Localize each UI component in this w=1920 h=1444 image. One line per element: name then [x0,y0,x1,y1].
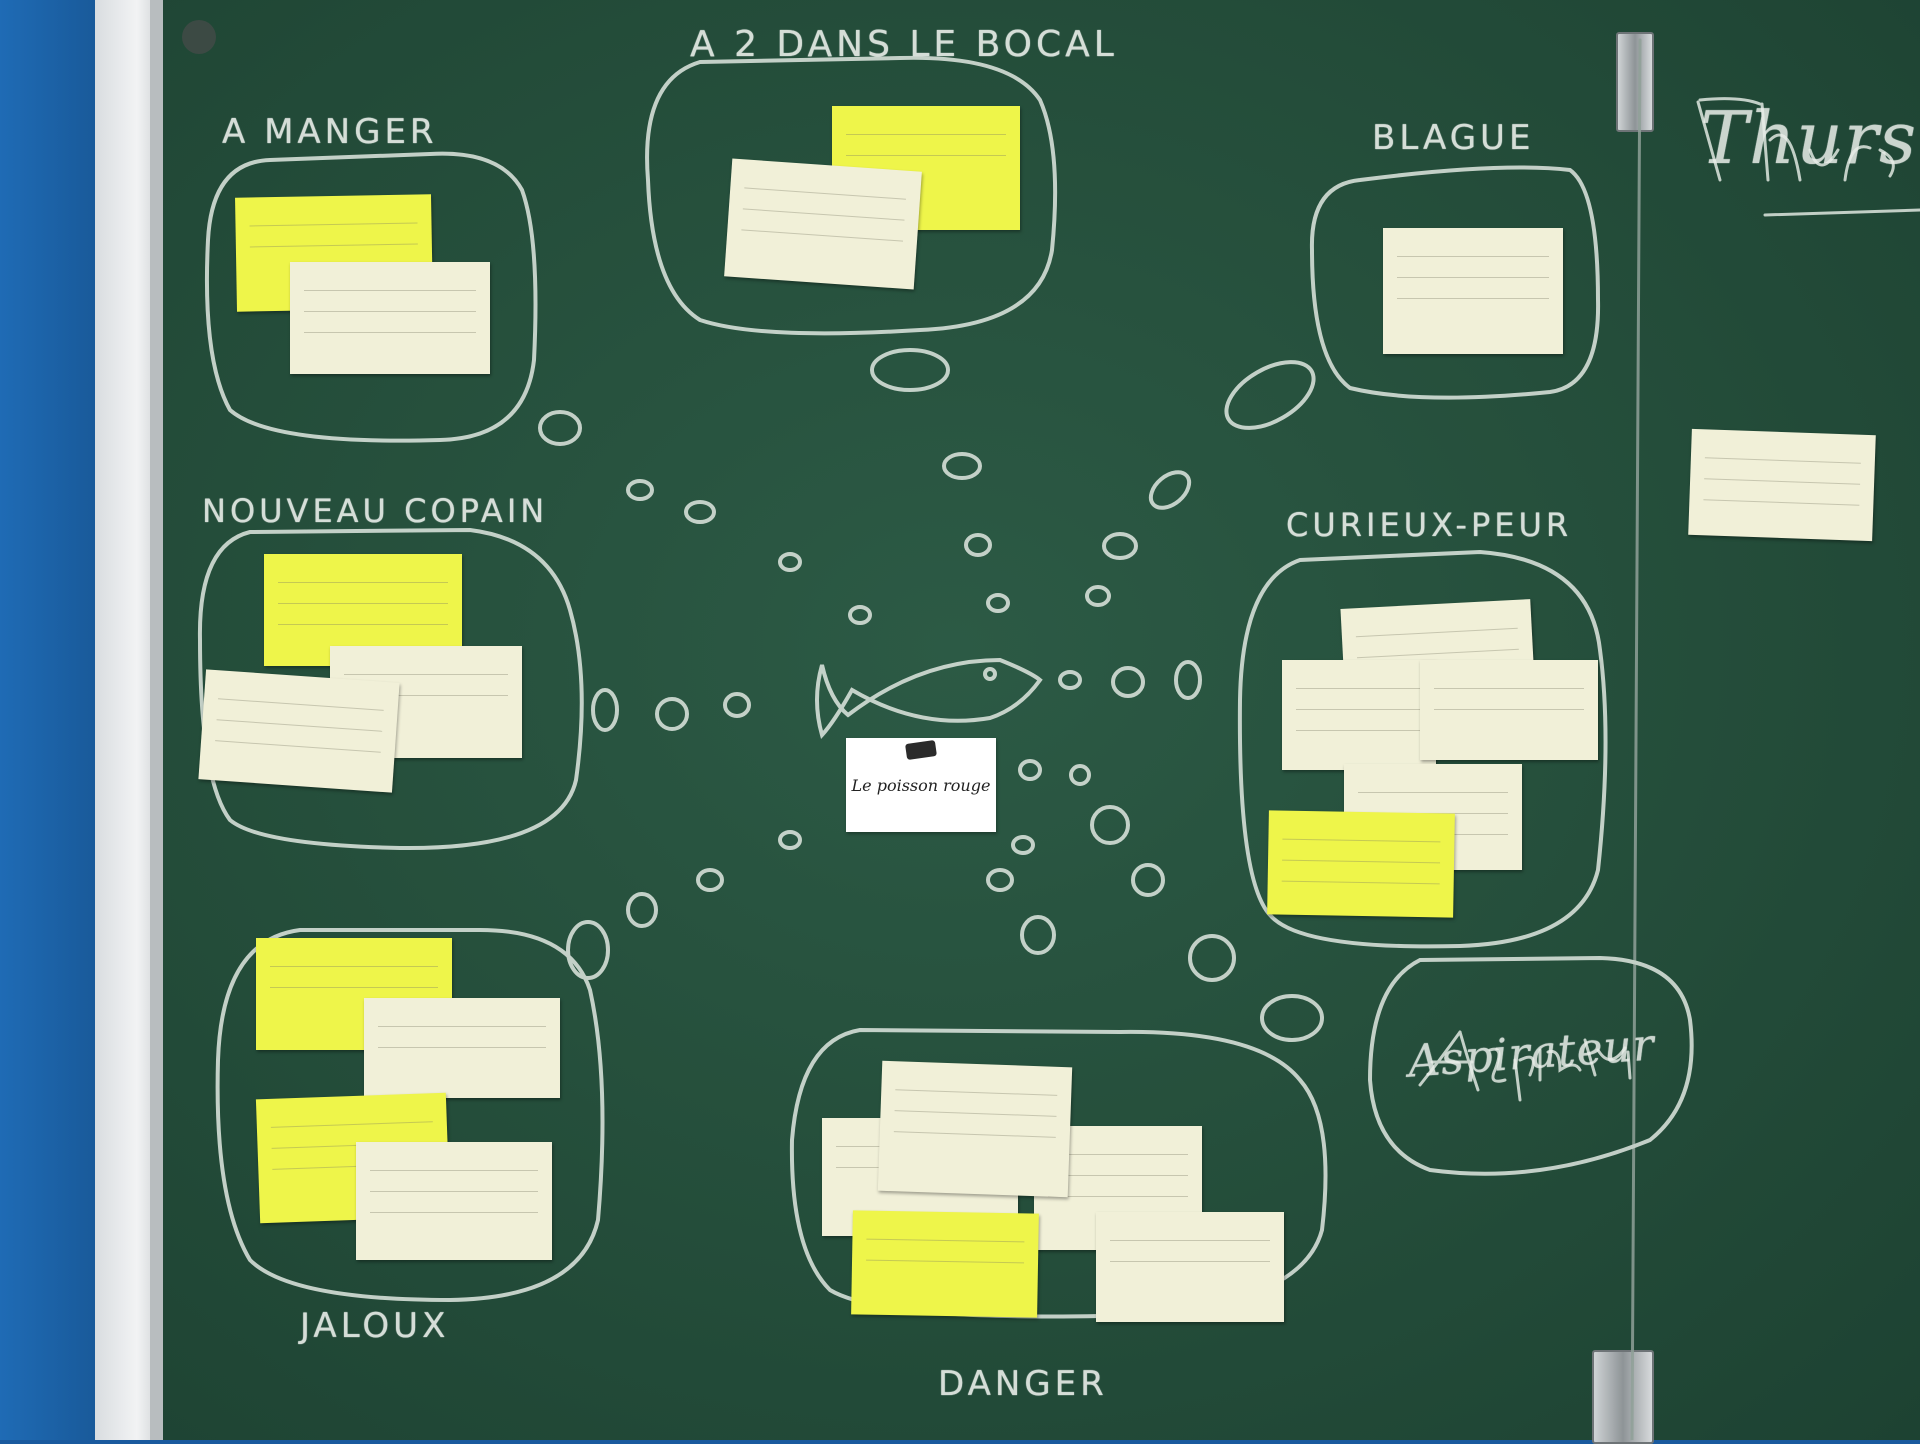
right-panel-word: Thurs [1700,96,1918,180]
sticky-note [1267,810,1455,918]
sticky-note [290,262,490,374]
board-screw [182,20,216,54]
sticky-note [1420,660,1598,760]
sticky-note [198,669,400,793]
sticky-note [356,1142,552,1260]
aspirateur-bubble [1367,955,1694,1176]
fish [815,657,1043,739]
sticky-note [1096,1212,1284,1322]
sticky-note [724,158,922,290]
nouveau-copain-bubble [197,527,584,851]
bocal-bubble [645,55,1058,336]
category-blague: BLAGUE [1372,118,1535,158]
jaloux-bubble [215,928,605,1303]
curieux-bubble [1237,549,1608,949]
center-card-label: Le poisson rouge [851,775,991,795]
sticky-note [1282,660,1436,770]
sticky-note [877,1060,1073,1198]
category-a-manger: A MANGER [222,112,438,152]
sticky-note [851,1210,1039,1318]
sticky-note [1688,428,1876,542]
category-nouveau-copain: NOUVEAU COPAIN [202,492,549,530]
board-title: A 2 DANS LE BOCAL [690,24,1118,65]
a-manger-bubble [204,151,538,443]
blague-bubble [1309,165,1601,400]
sticky-note [364,998,560,1098]
top-hinge [1616,32,1654,132]
category-danger: DANGER [938,1364,1108,1404]
category-curieux-peur: CURIEUX-PEUR [1286,506,1573,544]
sticky-note [1383,228,1563,354]
blue-wall [0,0,95,1440]
category-jaloux: JALOUX [300,1306,450,1346]
